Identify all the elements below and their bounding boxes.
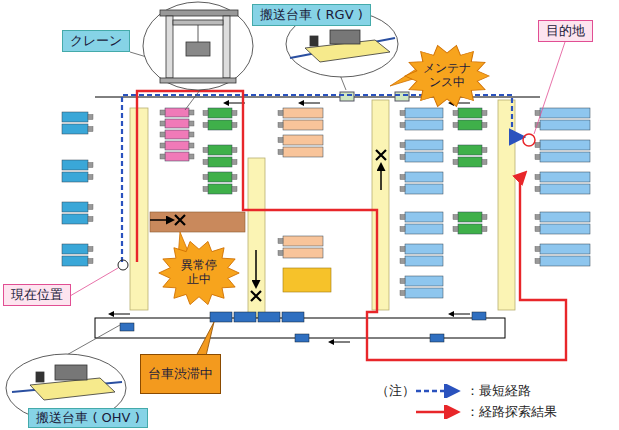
equipment (453, 224, 487, 234)
legend-line (414, 384, 464, 398)
equipment (400, 172, 443, 182)
node-text: クレーン (70, 34, 122, 49)
legend-row: ：最短経路 (414, 382, 531, 400)
equipment (535, 140, 590, 150)
label-box: 現在位置 (3, 284, 71, 306)
label-box: 目的地 (538, 20, 593, 42)
equipment (203, 120, 237, 130)
equipment (203, 157, 237, 167)
equipment (400, 184, 443, 194)
legend-row: ：経路探索結果 (414, 403, 557, 421)
equipment (278, 147, 323, 157)
equipment (400, 224, 443, 234)
equipment (278, 108, 323, 118)
equipment (535, 244, 590, 254)
equipment (62, 112, 93, 122)
label-box: 台車渋滞中 (140, 354, 221, 394)
equipment (62, 124, 93, 134)
equipment (62, 160, 93, 170)
equipment (400, 212, 443, 222)
alert-burst: 異常停止中 (158, 240, 240, 306)
equipment (278, 135, 323, 145)
equipment (535, 256, 590, 266)
equipment (400, 140, 443, 150)
equipment (203, 184, 237, 194)
node-text: 目的地 (546, 24, 585, 39)
equipment (400, 288, 443, 298)
equipment (400, 244, 443, 254)
node-text: 現在位置 (11, 288, 63, 303)
equipment (278, 120, 323, 130)
equipment (400, 120, 443, 130)
label-box: クレーン (62, 30, 130, 52)
equipment (453, 212, 487, 222)
equipment (203, 172, 237, 182)
equipment (453, 157, 487, 167)
equipment (535, 108, 590, 118)
equipment (535, 184, 590, 194)
alert-burst: メンテナンス中 (404, 44, 490, 108)
equipment (62, 256, 93, 266)
equipment (203, 108, 237, 118)
equipment (160, 130, 194, 139)
equipment (453, 108, 487, 118)
equipment (453, 145, 487, 155)
equipment (535, 224, 590, 234)
equipment (160, 119, 194, 128)
equipment (160, 152, 194, 161)
equipment (160, 141, 194, 150)
callout-pointer (196, 322, 214, 356)
equipment (535, 152, 590, 162)
equipment (278, 236, 323, 246)
equipment (278, 248, 323, 258)
equipment (62, 202, 93, 212)
equipment (400, 108, 443, 118)
node-text: 台車渋滞中 (148, 367, 213, 382)
equipment (400, 276, 443, 286)
label-box: 搬送台車 ( OHV ) (28, 408, 148, 428)
legend-text: ：経路探索結果 (466, 403, 557, 421)
node-text: 搬送台車 ( OHV ) (36, 411, 139, 426)
label-box: 搬送台車 ( RGV ) (252, 4, 371, 26)
legend-line (414, 405, 464, 419)
legend-text: ：最短経路 (466, 382, 531, 400)
equipment (62, 214, 93, 224)
equipment (535, 212, 590, 222)
node-text: 搬送台車 ( RGV ) (260, 8, 363, 23)
node-text: メンテナンス中 (422, 62, 471, 90)
note-label: （注） (376, 382, 415, 400)
equipment (400, 256, 443, 266)
equipment (203, 145, 237, 155)
equipment (453, 120, 487, 130)
equipment (62, 172, 93, 182)
equipment (535, 120, 590, 130)
equipment (160, 108, 194, 117)
equipment (400, 152, 443, 162)
equipment (535, 172, 590, 182)
equipment (62, 244, 93, 254)
node-text: 異常停止中 (180, 259, 217, 287)
